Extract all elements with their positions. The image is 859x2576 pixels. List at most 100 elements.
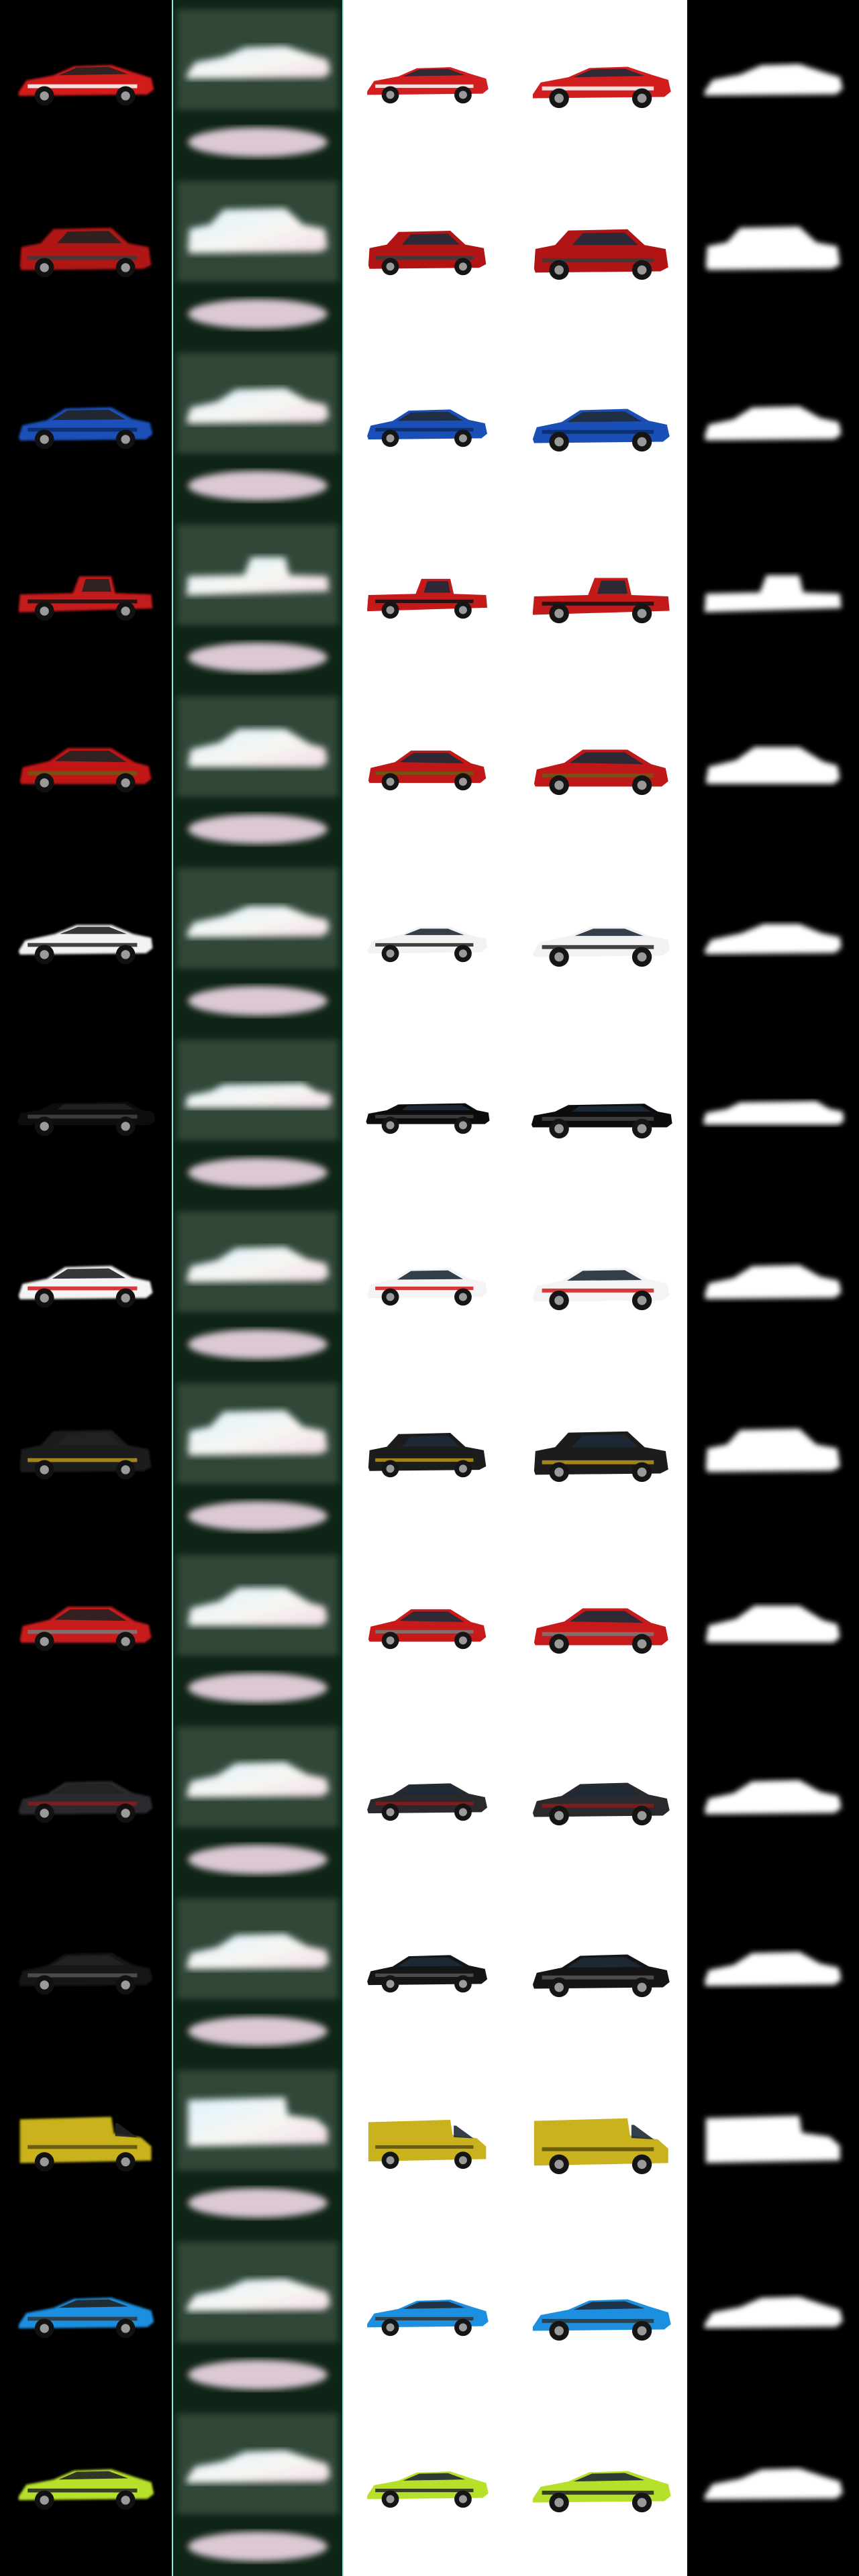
car-shape — [705, 1428, 840, 1472]
car-shape — [19, 227, 152, 278]
ground-truth-car — [515, 1717, 687, 1889]
car-shape — [704, 1780, 842, 1815]
ground-truth-car — [515, 172, 687, 343]
car-shape — [188, 208, 328, 254]
car-shape — [187, 906, 330, 938]
silhouette-mask — [687, 687, 859, 859]
car-shape — [705, 1605, 840, 1643]
rendered-car — [0, 1374, 172, 1546]
rendered-car — [0, 1717, 172, 1889]
normal-map — [172, 515, 344, 687]
silhouette-mask — [687, 859, 859, 1030]
normal-map — [172, 687, 344, 859]
car-shape — [367, 2300, 489, 2337]
input-car — [344, 343, 515, 515]
normal-map — [172, 172, 344, 343]
car-shape — [18, 2297, 154, 2339]
car-shape — [187, 1762, 330, 1798]
silhouette-mask — [687, 2404, 859, 2576]
normal-map — [172, 1546, 344, 1717]
car-shape — [532, 926, 670, 967]
silhouette-mask — [687, 343, 859, 515]
silhouette-mask — [687, 2233, 859, 2404]
normal-map — [172, 1717, 344, 1889]
normal-map — [172, 1030, 344, 1202]
car-shape — [367, 67, 489, 104]
normal-map — [172, 1889, 344, 2061]
input-car — [344, 2233, 515, 2404]
car-shape — [704, 1951, 842, 1986]
input-car — [344, 687, 515, 859]
rendered-car — [0, 0, 172, 172]
car-shape — [532, 1267, 670, 1311]
silhouette-mask — [687, 0, 859, 172]
car-shape — [188, 729, 328, 767]
car-shape — [534, 1431, 668, 1483]
input-car — [344, 1889, 515, 2061]
car-shape — [704, 2296, 843, 2328]
car-shape — [18, 407, 153, 449]
ground-truth-car — [515, 1546, 687, 1717]
input-car — [344, 1202, 515, 1374]
car-shape — [704, 64, 843, 96]
silhouette-mask — [687, 1374, 859, 1546]
rendered-car — [0, 2233, 172, 2404]
car-shape — [17, 1102, 156, 1136]
normal-map — [172, 1202, 344, 1374]
rendered-car — [0, 172, 172, 343]
car-shape — [367, 409, 488, 447]
column-rendered-prediction — [0, 0, 172, 2576]
car-shape — [532, 578, 670, 624]
car-shape — [532, 2471, 671, 2513]
car-shape — [19, 2116, 152, 2172]
rendered-car — [0, 2404, 172, 2576]
car-shape — [534, 2118, 668, 2175]
car-shape — [366, 1103, 490, 1134]
rendered-car — [0, 687, 172, 859]
rendered-car — [0, 859, 172, 1030]
normal-map — [172, 0, 344, 172]
car-shape — [532, 66, 671, 109]
ground-truth-car — [515, 859, 687, 1030]
column-ground-truth — [515, 0, 687, 2576]
rendered-car — [0, 515, 172, 687]
car-shape — [534, 749, 668, 796]
ground-truth-car — [515, 343, 687, 515]
ground-truth-car — [515, 1889, 687, 2061]
input-car — [344, 515, 515, 687]
car-shape — [19, 748, 152, 793]
car-shape — [705, 226, 840, 270]
ground-truth-car — [515, 1030, 687, 1202]
rendered-car — [0, 1889, 172, 2061]
car-shape — [187, 557, 330, 596]
car-shape — [19, 1430, 152, 1480]
car-shape — [367, 1783, 488, 1821]
car-shape — [188, 1410, 328, 1456]
car-shape — [532, 409, 670, 452]
ground-truth-car — [515, 2404, 687, 2576]
car-shape — [187, 46, 331, 79]
car-shape — [368, 1609, 487, 1650]
car-shape — [534, 1608, 668, 1654]
car-shape — [187, 2278, 331, 2312]
car-shape — [187, 388, 330, 424]
rendered-car — [0, 343, 172, 515]
silhouette-mask — [687, 1030, 859, 1202]
car-shape — [704, 1265, 842, 1299]
car-shape — [367, 1268, 488, 1306]
ground-truth-car — [515, 687, 687, 859]
silhouette-mask — [687, 1202, 859, 1374]
silhouette-mask — [687, 2061, 859, 2233]
rendered-car — [0, 1030, 172, 1202]
input-car — [344, 1546, 515, 1717]
input-car — [344, 1717, 515, 1889]
car-shape — [187, 1933, 330, 1970]
normal-map — [172, 2233, 344, 2404]
car-shape — [18, 64, 154, 106]
car-shape — [187, 1246, 330, 1283]
ground-truth-car — [515, 1374, 687, 1546]
car-shape — [367, 2471, 489, 2508]
car-shape — [703, 1101, 844, 1125]
normal-map — [172, 1374, 344, 1546]
